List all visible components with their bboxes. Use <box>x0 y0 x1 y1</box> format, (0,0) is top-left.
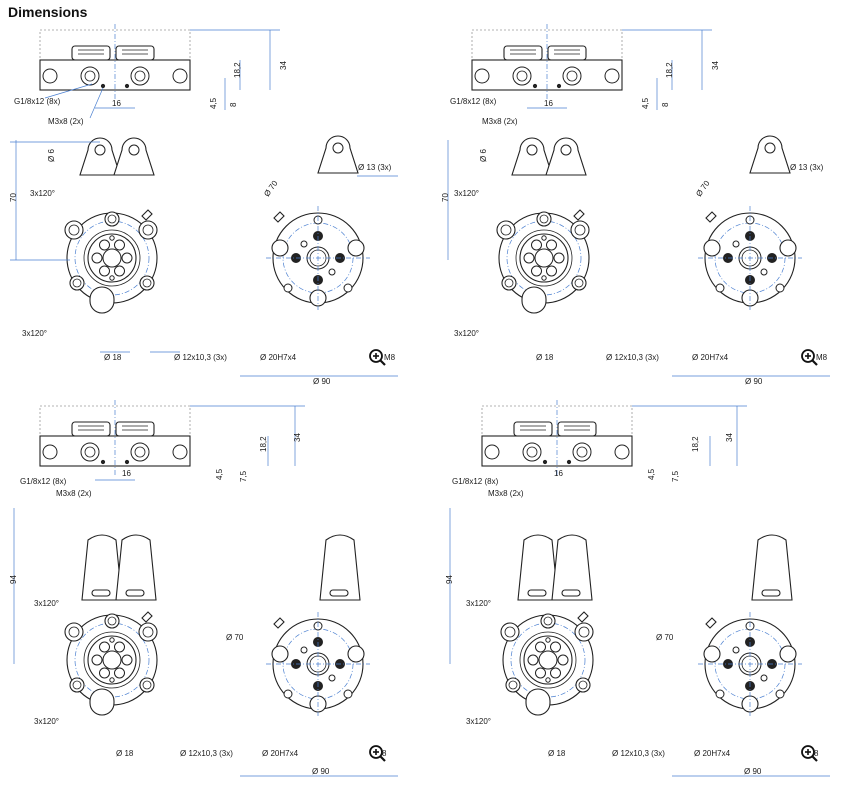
diameter-18-label: Ø 18 <box>104 353 122 362</box>
side-view-top-right <box>471 23 712 110</box>
rear-view-top-right <box>697 135 803 311</box>
thread-g-label: G1/8x12 (8x) <box>20 477 67 486</box>
thread-m8-short-label: 8 <box>814 749 819 758</box>
spacing-16-label: 16 <box>122 469 131 478</box>
dim-8-label: 8 <box>229 102 238 107</box>
thread-m8-label: M8 <box>384 353 396 362</box>
angle-a-label: 3x120° <box>30 189 55 198</box>
dim-4-5-label: 4,5 <box>641 97 650 109</box>
height-18-2-label: 18,2 <box>259 436 268 452</box>
angle-b-label: 3x120° <box>34 717 59 726</box>
page-title: Dimensions <box>8 4 88 20</box>
diameter-90-label: Ø 90 <box>313 377 331 386</box>
thread-m8-label: M8 <box>816 353 828 362</box>
thread-g-label: G1/8x12 (8x) <box>452 477 499 486</box>
slot-label: Ø 12x10,3 (3x) <box>180 749 233 758</box>
thread-m3-label: M3x8 (2x) <box>56 489 92 498</box>
front-view-bottom-left <box>64 534 158 716</box>
diameter-70-label: Ø 70 <box>226 633 244 642</box>
angle-b-label: 3x120° <box>22 329 47 338</box>
diameter-18-label: Ø 18 <box>548 749 566 758</box>
zoom-in-icon[interactable] <box>369 349 386 366</box>
diameter-90-label: Ø 90 <box>312 767 330 776</box>
side-view-top-left <box>39 23 280 119</box>
side-view-bottom-right <box>481 399 747 477</box>
angle-a-label: 3x120° <box>466 599 491 608</box>
height-18-2-label: 18,2 <box>665 62 674 78</box>
slot-label: Ø 12x10,3 (3x) <box>612 749 665 758</box>
thread-m8-short-label: 8 <box>382 749 387 758</box>
spacing-16-label: 16 <box>554 469 563 478</box>
diameter-13-label: Ø 13 (3x) <box>358 163 392 172</box>
diameter-20-label: Ø 20H7x4 <box>694 749 731 758</box>
dim-4-5-label: 4,5 <box>209 97 218 109</box>
dim-4-5-label: 4,5 <box>647 468 656 480</box>
zoom-in-icon[interactable] <box>801 349 818 366</box>
slot-label: Ø 12x10,3 (3x) <box>174 353 227 362</box>
diameter-18-label: Ø 18 <box>536 353 554 362</box>
dim-4-5-label: 4,5 <box>215 468 224 480</box>
height-94-label: 94 <box>445 575 454 584</box>
height-34-label: 34 <box>293 433 302 442</box>
dim-7-5-label: 7,5 <box>671 470 680 482</box>
zoom-in-icon[interactable] <box>801 745 818 762</box>
angle-b-label: 3x120° <box>466 717 491 726</box>
diameter-6-label: Ø 6 <box>479 149 488 162</box>
front-view-bottom-right <box>500 534 594 716</box>
diameter-6-label: Ø 6 <box>47 149 56 162</box>
rear-view-top-left <box>265 135 371 311</box>
front-view-top-right <box>496 137 590 314</box>
diameter-70-label: Ø 70 <box>656 633 674 642</box>
thread-m3-label: M3x8 (2x) <box>482 117 518 126</box>
rear-view-bottom-right <box>697 534 803 717</box>
angle-a-label: 3x120° <box>34 599 59 608</box>
diameter-20-label: Ø 20H7x4 <box>262 749 299 758</box>
diameter-90-label: Ø 90 <box>744 767 762 776</box>
height-70-label: 70 <box>441 193 450 202</box>
dim-7-5-label: 7,5 <box>239 470 248 482</box>
thread-g-label: G1/8x12 (8x) <box>14 97 61 106</box>
spacing-16-label: 16 <box>112 99 121 108</box>
spacing-16-label: 16 <box>544 99 553 108</box>
dim-8-label: 8 <box>661 102 670 107</box>
thread-m3-label: M3x8 (2x) <box>488 489 524 498</box>
diameter-18-label: Ø 18 <box>116 749 134 758</box>
side-view-bottom-left <box>39 399 305 481</box>
diameter-20-label: Ø 20H7x4 <box>692 353 729 362</box>
height-70-label: 70 <box>9 193 18 202</box>
angle-a-label: 3x120° <box>454 189 479 198</box>
rear-view-bottom-left <box>265 534 371 717</box>
thread-g-label: G1/8x12 (8x) <box>450 97 497 106</box>
thread-m3-label: M3x8 (2x) <box>48 117 84 126</box>
diameter-70-label: Ø 70 <box>694 178 712 198</box>
zoom-in-icon[interactable] <box>369 745 386 762</box>
front-view-top-left <box>64 137 158 314</box>
height-94-label: 94 <box>9 575 18 584</box>
height-34-label: 34 <box>725 433 734 442</box>
height-18-2-label: 18,2 <box>233 62 242 78</box>
height-34-label: 34 <box>711 61 720 70</box>
height-34-label: 34 <box>279 61 288 70</box>
slot-label: Ø 12x10,3 (3x) <box>606 353 659 362</box>
diameter-70-label: Ø 70 <box>262 178 280 198</box>
diameter-90-label: Ø 90 <box>745 377 763 386</box>
diameter-13-label: Ø 13 (3x) <box>790 163 824 172</box>
height-18-2-label: 18,2 <box>691 436 700 452</box>
angle-b-label: 3x120° <box>454 329 479 338</box>
diameter-20-label: Ø 20H7x4 <box>260 353 297 362</box>
